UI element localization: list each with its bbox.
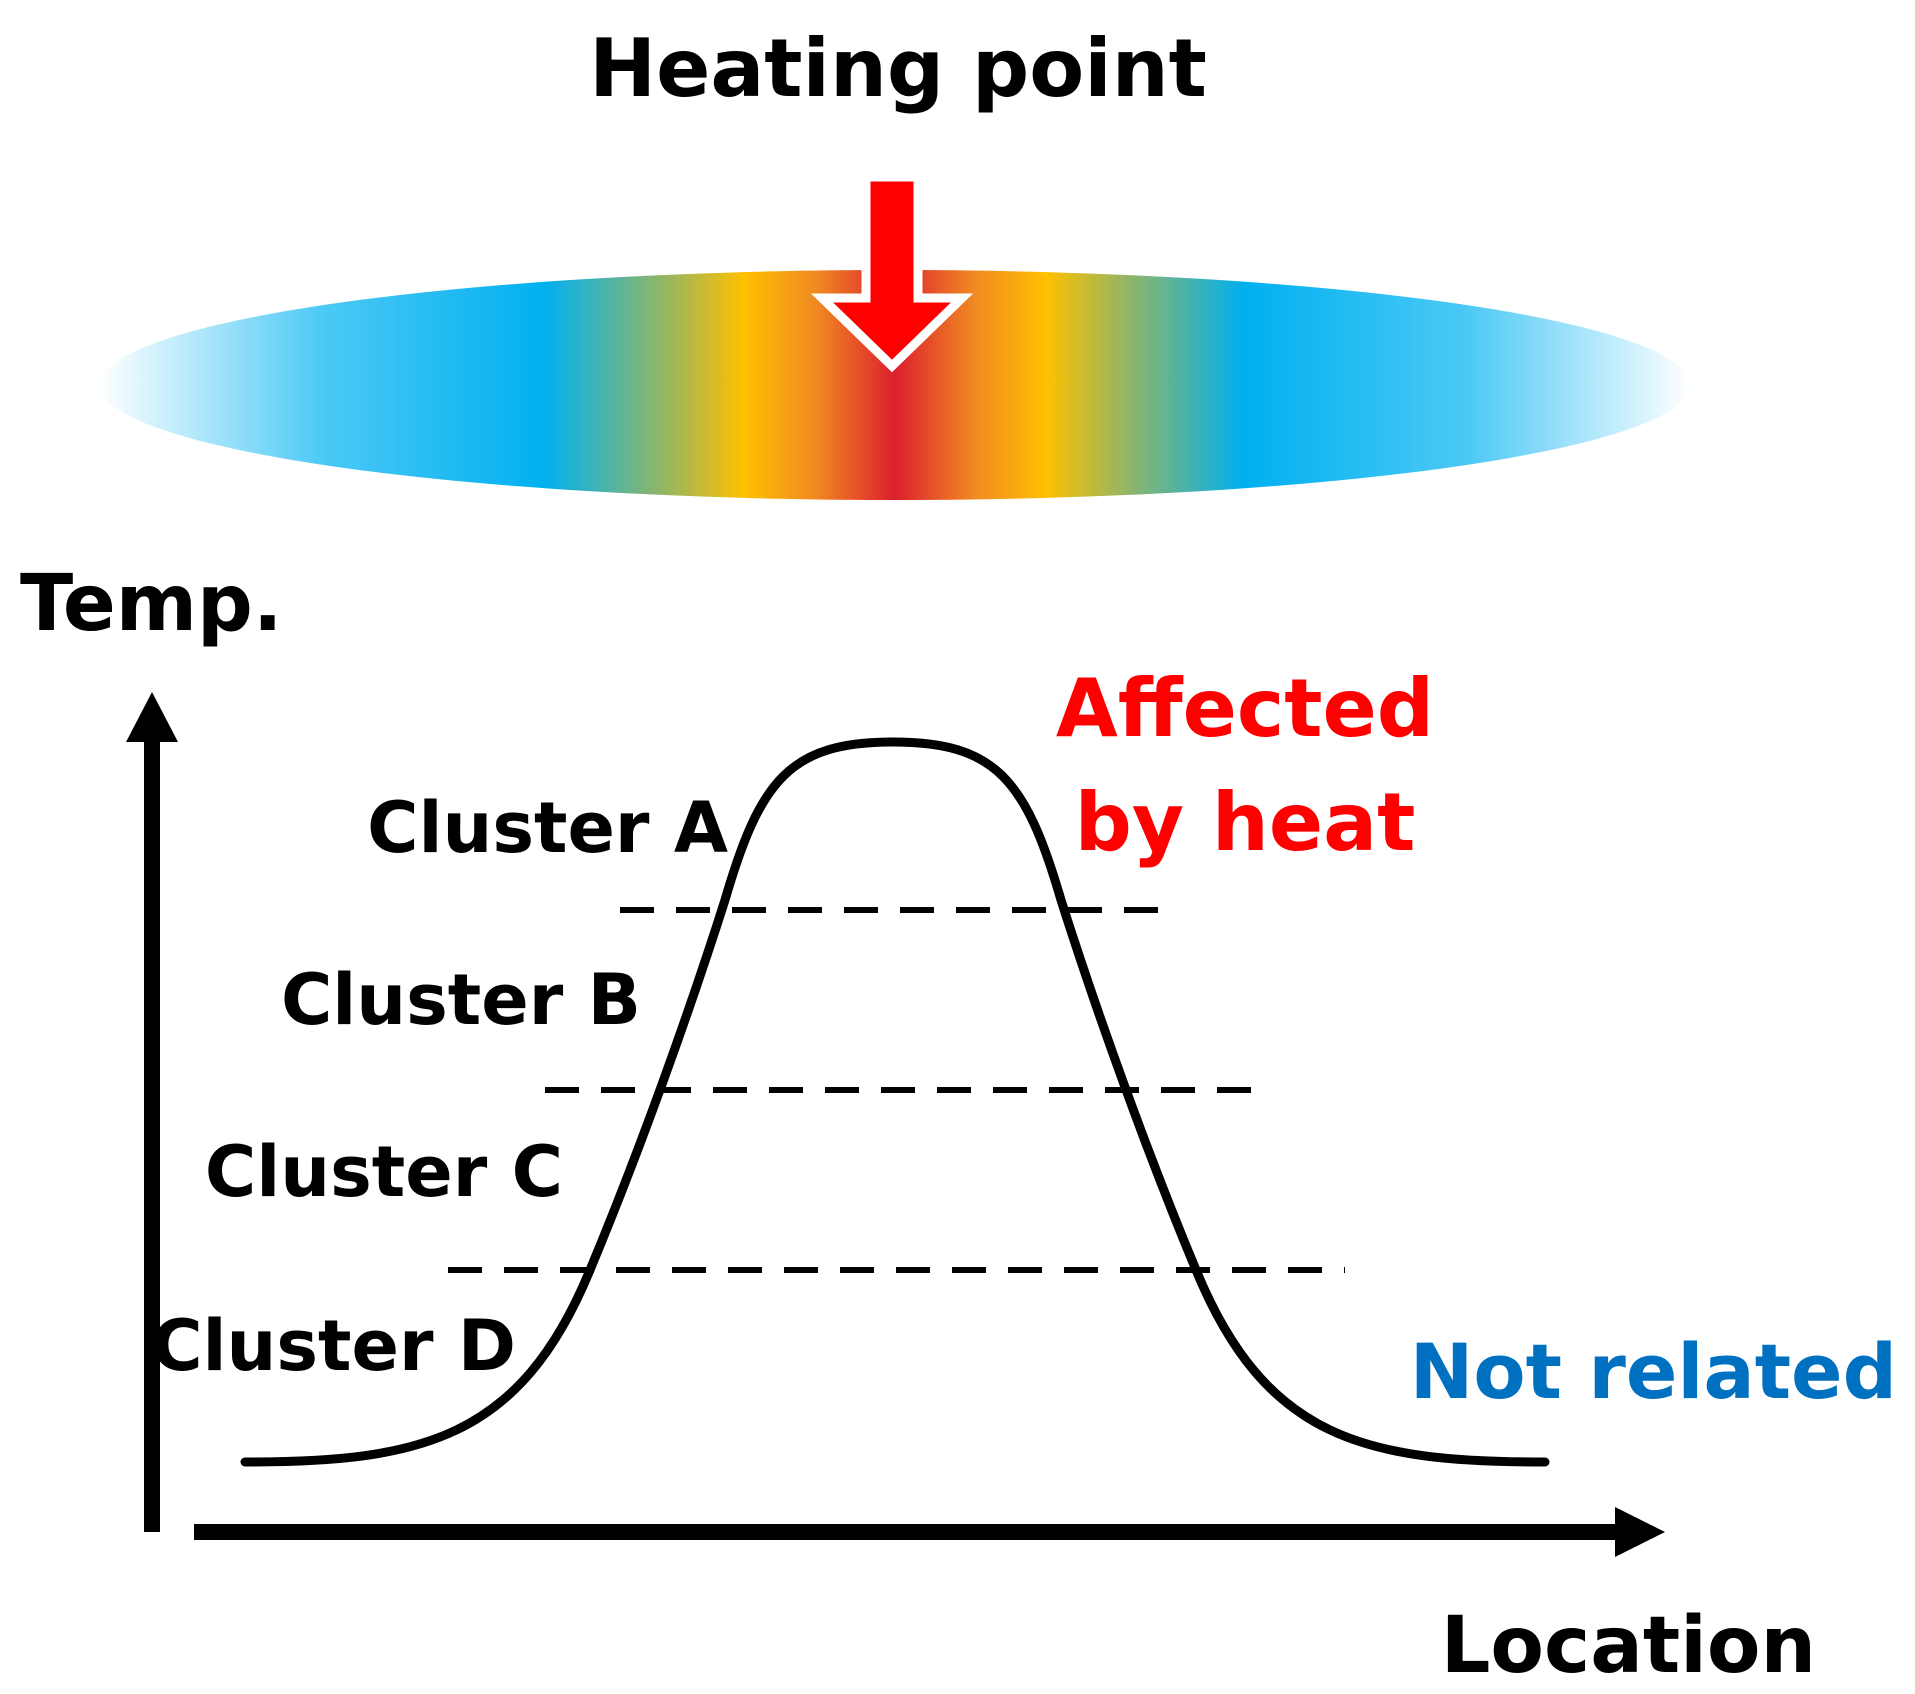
temperature-curve xyxy=(240,737,1550,1467)
x-axis-label: Location xyxy=(1441,1601,1816,1691)
not-related-label: Not related xyxy=(1410,1327,1897,1416)
cluster-label-b: Cluster B xyxy=(281,959,641,1041)
affected-by-heat-label-line2: by heat xyxy=(1075,776,1416,869)
cluster-label-d: Cluster D xyxy=(151,1305,516,1387)
cluster-label-a: Cluster A xyxy=(367,787,728,869)
x-axis-arrow-icon xyxy=(1615,1507,1665,1557)
y-axis-label: Temp. xyxy=(20,559,283,649)
heating-point-title: Heating point xyxy=(589,22,1207,115)
affected-by-heat-label-line1: Affected xyxy=(1056,662,1434,755)
y-axis-arrow-icon xyxy=(126,692,178,742)
cluster-label-c: Cluster C xyxy=(205,1131,563,1213)
heating-arrow-icon xyxy=(810,172,974,373)
heated-bar xyxy=(100,270,1690,500)
